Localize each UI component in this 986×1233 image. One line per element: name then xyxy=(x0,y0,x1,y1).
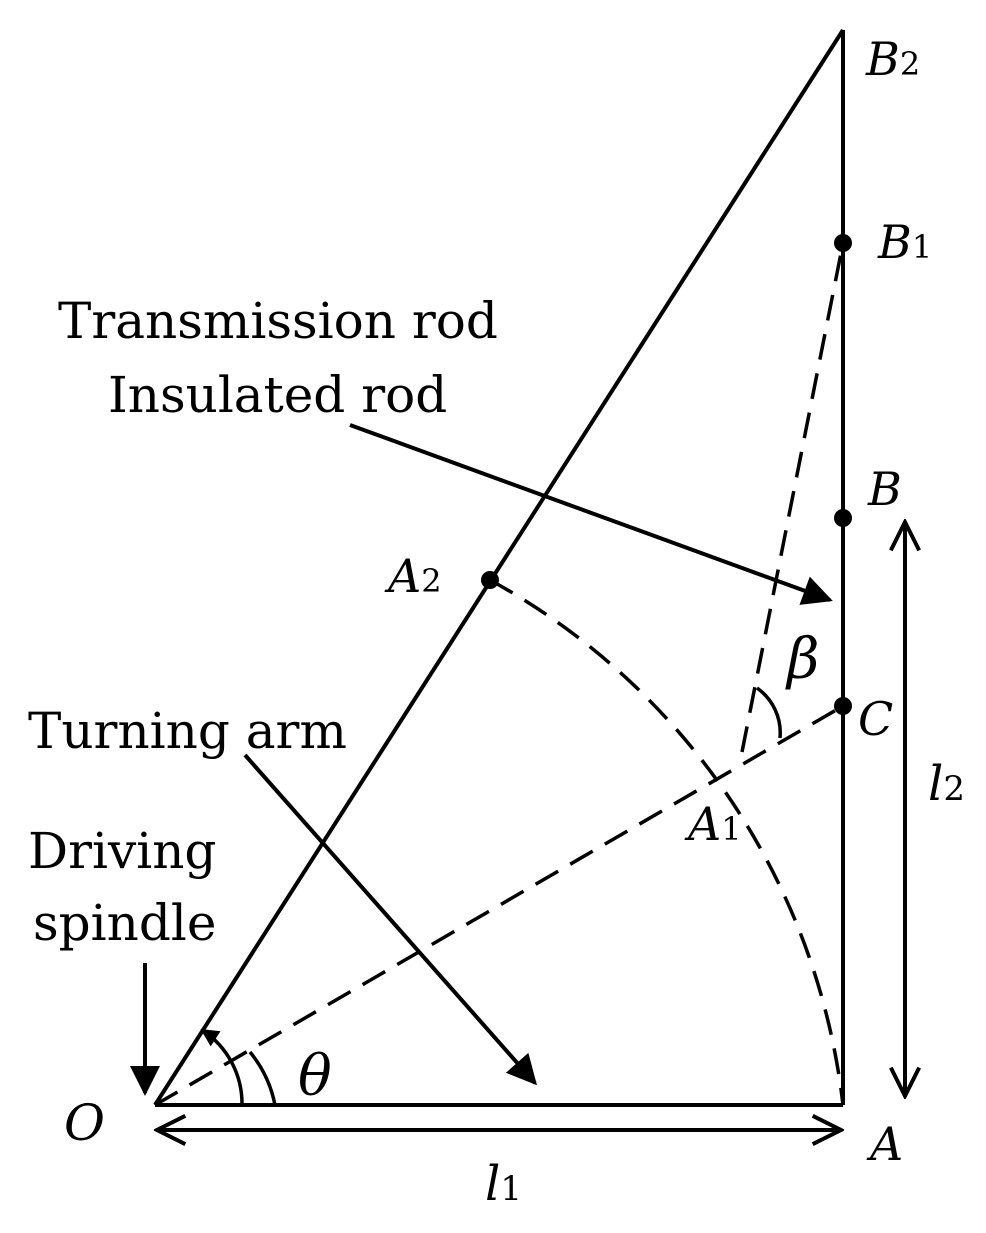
annotation-turning-arm: Turning arm xyxy=(28,702,347,760)
annotation-driving: Driving xyxy=(28,822,216,880)
insulated-rod-pointer-arrow xyxy=(349,423,833,605)
point-b-dot xyxy=(834,509,852,527)
label-b: B xyxy=(867,462,902,516)
annotation-spindle: spindle xyxy=(33,894,216,952)
label-c: C xyxy=(858,692,893,746)
hypotenuse-ob2 xyxy=(153,28,845,1107)
label-o: O xyxy=(64,1094,105,1152)
label-beta: β xyxy=(785,627,819,692)
turning-arm-pointer-arrow xyxy=(243,753,537,1086)
rod-a1b1-dashed xyxy=(740,242,845,753)
label-a2: A2 xyxy=(384,549,442,603)
label-theta: θ xyxy=(298,1044,332,1109)
point-a2-dot xyxy=(481,571,499,589)
annotation-transmission-rod: Transmission rod xyxy=(58,292,498,350)
turning-arm-oc-dashed xyxy=(154,704,844,1107)
label-a: A xyxy=(866,1117,903,1171)
point-b1-dot xyxy=(834,234,852,252)
theta-arc-inner xyxy=(200,1028,244,1106)
annotation-insulated-rod: Insulated rod xyxy=(108,366,447,424)
theta-arc-outer xyxy=(248,1050,277,1106)
beta-arc xyxy=(755,686,782,739)
arc-a2-to-a-dashed xyxy=(489,578,845,1106)
label-l1: l1 xyxy=(485,1156,522,1212)
label-b2: B2 xyxy=(865,32,920,86)
label-l2: l2 xyxy=(928,756,965,812)
label-a1: A1 xyxy=(684,797,742,851)
point-c-dot xyxy=(834,697,852,715)
label-b1: B1 xyxy=(877,215,932,269)
